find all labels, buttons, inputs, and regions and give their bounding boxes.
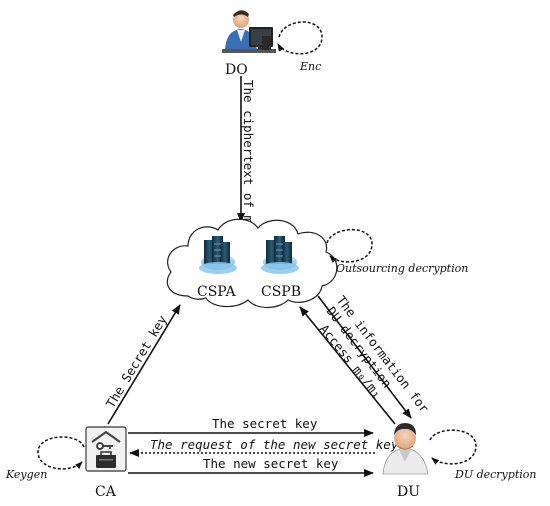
cspa-server-icon [199, 236, 237, 274]
data-owner-label: DO [225, 62, 248, 78]
data-user-label: DU [397, 484, 420, 500]
cspb-server-icon [261, 236, 299, 274]
edge-du-to-cloud [299, 306, 396, 425]
enc-label: Enc [299, 60, 321, 73]
ca-node: CA Keygen [5, 426, 127, 500]
du-decryption-self-loop [429, 429, 477, 465]
cspa-label: CSPA [197, 284, 236, 300]
data-owner-icon [222, 10, 276, 53]
edge-ca-to-cloud [107, 304, 181, 425]
edge-do-to-cloud-label: The ciphertext of m₀/m₁ [241, 80, 256, 253]
data-owner-node: DO Enc [222, 10, 323, 78]
cloud-shape [166, 218, 338, 309]
keygen-self-loop [37, 436, 85, 470]
ca-building-key-icon [85, 426, 127, 472]
cspb-label: CSPB [261, 284, 301, 300]
outsourcing-self-loop [326, 229, 373, 264]
ca-label: CA [95, 484, 117, 500]
edge-cloud-to-du [317, 295, 412, 419]
data-user-node: DU DU decryption [382, 423, 536, 500]
edge-ca-to-du-secret-label: The secret key [212, 416, 318, 431]
du-decryption-label: DU decryption [454, 468, 536, 481]
cloud-node: CSPA CSPB Outsourcing decryption [166, 218, 468, 309]
edge-ca-to-du-new-label: The new secret key [203, 456, 339, 471]
edge-ca-to-cloud-label: The Secret key [103, 312, 170, 410]
outsourcing-label: Outsourcing decryption [336, 262, 468, 275]
keygen-label: Keygen [5, 468, 47, 481]
data-user-person-icon [382, 423, 429, 475]
edge-du-to-ca-request-label: The request of the new secret key [150, 437, 399, 452]
enc-self-loop [277, 21, 323, 55]
